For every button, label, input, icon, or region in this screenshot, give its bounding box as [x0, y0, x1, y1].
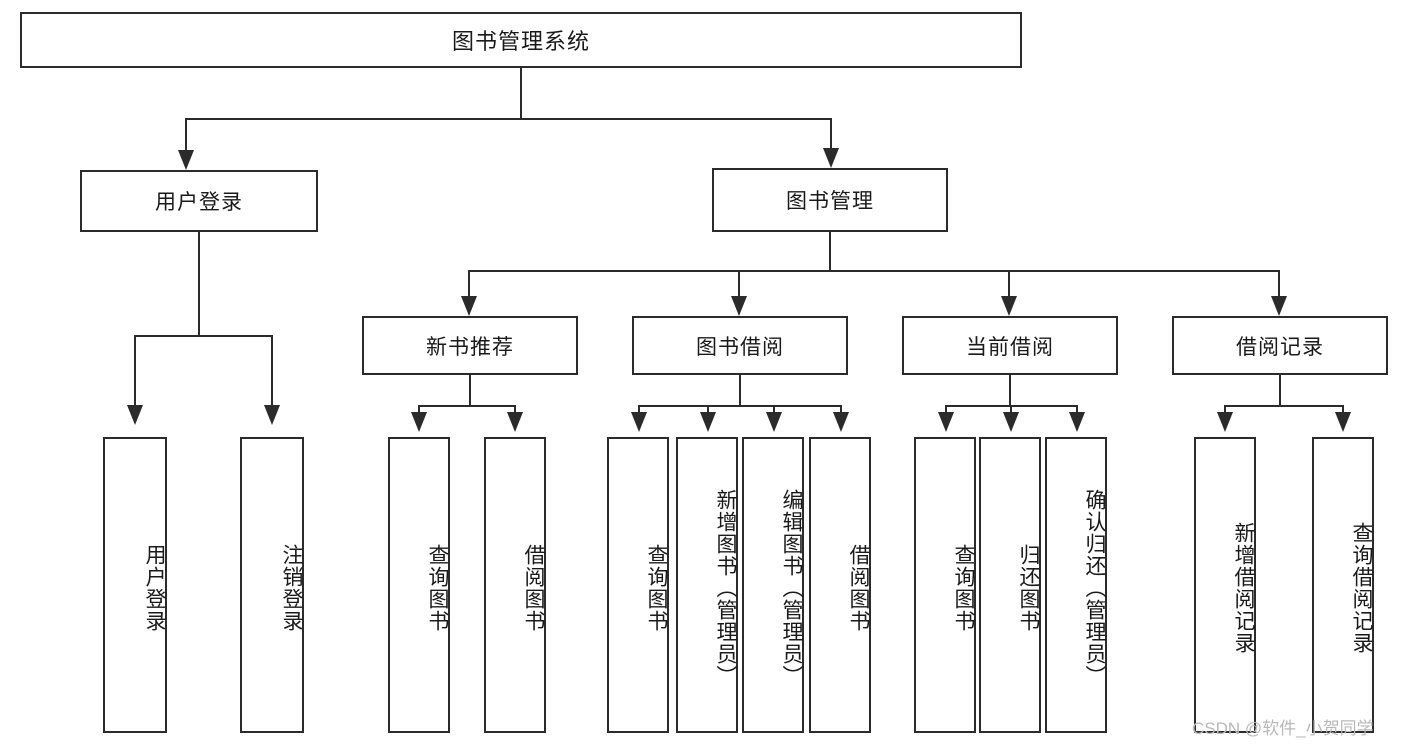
edge-drop-bb-leaf-4 — [840, 405, 842, 415]
edge-drop-bb-leaf-2 — [707, 405, 709, 415]
edge-drop-current-borrow — [1008, 270, 1010, 298]
leaf-logout[interactable]: 注销登录 — [240, 437, 304, 733]
arrow-icon-bb-leaf-3 — [766, 412, 782, 432]
node-label: 查询借阅记录 — [1350, 522, 1373, 654]
node-book-borrow[interactable]: 图书借阅 — [632, 316, 848, 375]
edge-user-login-distributor — [134, 335, 273, 337]
leaf-bb-borrow-book[interactable]: 借阅图书 — [809, 437, 871, 733]
arrow-icon-bb-leaf-1 — [631, 412, 647, 432]
arrow-icon-br-leaf-2 — [1335, 412, 1351, 432]
arrow-icon-bb-leaf-2 — [700, 412, 716, 432]
node-label: 编辑图书（管理员） — [780, 489, 803, 687]
edge-drop-new-book-recommend — [468, 270, 470, 298]
node-label: 查询图书 — [952, 544, 975, 632]
edge-current-borrow-stem — [1009, 375, 1011, 405]
leaf-br-add-borrow-record[interactable]: 新增借阅记录 — [1194, 437, 1256, 733]
edge-drop-cb-leaf-3 — [1076, 405, 1078, 415]
edge-drop-leaf-user-login — [134, 335, 136, 407]
edge-drop-cb-leaf-1 — [945, 405, 947, 415]
leaf-cb-query-book[interactable]: 查询图书 — [914, 437, 976, 733]
edge-drop-book-management — [830, 118, 832, 152]
node-new-book-recommend[interactable]: 新书推荐 — [362, 316, 578, 375]
node-label: 新增图书（管理员） — [714, 489, 737, 687]
edge-drop-bb-leaf-1 — [638, 405, 640, 415]
edge-drop-borrow-record — [1278, 270, 1280, 298]
watermark-text: CSDN @软件_小贺同学 — [1192, 719, 1374, 738]
edge-drop-leaf-logout — [271, 335, 273, 407]
edge-drop-nbr-leaf-1 — [418, 405, 420, 415]
edge-root-stem — [520, 68, 522, 118]
node-label: 查询图书 — [645, 544, 668, 632]
leaf-nbr-query-book[interactable]: 查询图书 — [388, 437, 450, 733]
edge-book-management-distributor — [468, 270, 1280, 272]
edge-user-login-stem — [198, 232, 200, 335]
arrow-icon-nbr-leaf-1 — [411, 412, 427, 432]
leaf-bb-query-book[interactable]: 查询图书 — [607, 437, 669, 733]
edge-new-book-recommend-distributor — [418, 405, 516, 407]
arrow-icon-nbr-leaf-2 — [507, 412, 523, 432]
leaf-user-login[interactable]: 用户登录 — [103, 437, 167, 733]
edge-new-book-recommend-stem — [469, 375, 471, 405]
node-label: 借阅记录 — [1236, 335, 1324, 359]
node-label: 查询图书 — [426, 544, 449, 632]
edge-drop-nbr-leaf-2 — [514, 405, 516, 415]
arrow-icon-cb-leaf-1 — [938, 412, 954, 432]
arrow-icon-user-login — [178, 150, 194, 170]
node-borrow-record[interactable]: 借阅记录 — [1172, 316, 1388, 375]
node-current-borrow[interactable]: 当前借阅 — [902, 316, 1118, 375]
edge-drop-book-borrow — [738, 270, 740, 298]
node-label: 借阅图书 — [847, 544, 870, 632]
node-label: 用户登录 — [143, 544, 166, 632]
leaf-cb-confirm-return-admin[interactable]: 确认归还（管理员） — [1045, 437, 1107, 733]
node-label: 注销登录 — [280, 544, 303, 632]
arrow-icon-book-management — [823, 148, 839, 168]
edge-borrow-record-stem — [1279, 375, 1281, 405]
leaf-cb-return-book[interactable]: 归还图书 — [979, 437, 1041, 733]
node-label: 图书借阅 — [696, 335, 784, 359]
arrow-icon-bb-leaf-4 — [833, 412, 849, 432]
arrow-icon-leaf-user-login — [127, 405, 143, 425]
node-label: 归还图书 — [1017, 544, 1040, 632]
arrow-icon-br-leaf-1 — [1217, 412, 1233, 432]
node-label: 确认归还（管理员） — [1083, 489, 1106, 687]
edge-root-distributor — [185, 118, 832, 120]
edge-drop-cb-leaf-2 — [1010, 405, 1012, 415]
arrow-icon-leaf-logout — [264, 405, 280, 425]
arrow-icon-cb-leaf-3 — [1069, 412, 1085, 432]
node-label: 新书推荐 — [426, 335, 514, 359]
arrow-icon-book-borrow — [731, 296, 747, 316]
node-label: 当前借阅 — [966, 335, 1054, 359]
node-label: 图书管理 — [786, 190, 874, 213]
edge-drop-bb-leaf-3 — [773, 405, 775, 415]
arrow-icon-current-borrow — [1001, 296, 1017, 316]
edge-book-management-stem — [829, 232, 831, 272]
edge-drop-br-leaf-2 — [1342, 405, 1344, 415]
edge-book-borrow-stem — [739, 375, 741, 405]
node-user-login[interactable]: 用户登录 — [80, 170, 318, 232]
leaf-bb-add-book-admin[interactable]: 新增图书（管理员） — [676, 437, 738, 733]
node-label: 用户登录 — [155, 191, 243, 214]
arrow-icon-borrow-record — [1271, 296, 1287, 316]
leaf-nbr-borrow-book[interactable]: 借阅图书 — [484, 437, 546, 733]
edge-borrow-record-distributor — [1224, 405, 1344, 407]
node-root-library-management-system[interactable]: 图书管理系统 — [20, 12, 1022, 68]
edge-drop-user-login — [185, 118, 187, 152]
arrow-icon-cb-leaf-2 — [1003, 412, 1019, 432]
node-label: 新增借阅记录 — [1232, 522, 1255, 654]
edge-drop-br-leaf-1 — [1224, 405, 1226, 415]
edge-book-borrow-distributor — [638, 405, 842, 407]
node-book-management[interactable]: 图书管理 — [712, 168, 948, 232]
arrow-icon-new-book-recommend — [461, 296, 477, 316]
leaf-br-query-borrow-record[interactable]: 查询借阅记录 — [1312, 437, 1374, 733]
leaf-bb-edit-book-admin[interactable]: 编辑图书（管理员） — [742, 437, 804, 733]
node-label: 图书管理系统 — [451, 29, 590, 54]
node-label: 借阅图书 — [522, 544, 545, 632]
